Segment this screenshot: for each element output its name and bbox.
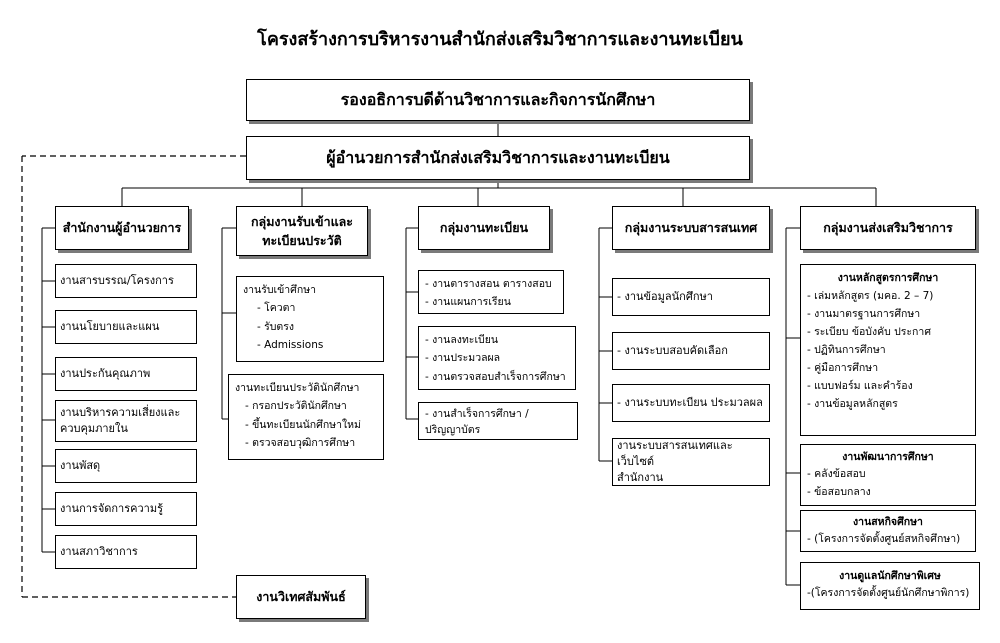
registration-item: - งานตรวจสอบสำเร็จการศึกษา [425,370,566,383]
academic-curriculum-item: - แบบฟอร์ม และคำร้อง [807,380,913,393]
office-item: งานนโยบายและแผน [55,310,197,344]
academic-curriculum-item: - คู่มือการศึกษา [807,362,879,375]
vice-president-label: รองอธิการบดีด้านวิชาการและกิจการนักศึกษา [340,89,656,109]
academic-curriculum-item: - เล่มหลักสูตร (มคอ. 2 – 7) [807,290,934,303]
admission-record-item: - กรอกประวัตินักศึกษา [245,400,347,413]
registration-item: - งานตารางสอน ตารางสอบ [425,278,552,290]
academic-development-item: - ข้อสอบกลาง [807,485,871,498]
office-item-label: งานบริหารความเสี่ยงและ [60,406,181,420]
office-item: งานประกันคุณภาพ [55,357,197,391]
office-item-label: งานพัสดุ [60,459,101,473]
admission-title-line2: ทะเบียนประวัติ [262,233,342,248]
registration-item: ปริญญาบัตร [425,424,481,437]
registration-title: กลุ่มงานทะเบียน [439,220,529,236]
registration-schedule-box: - งานตารางสอน ตารางสอบ - งานแผนการเรียน [418,270,564,314]
academic-header: กลุ่มงานส่งเสริมวิชาการ [800,206,976,250]
academic-development-box: งานพัฒนาการศึกษา - คลังข้อสอบ - ข้อสอบกล… [800,444,976,506]
registration-enrol-box: - งานลงทะเบียน - งานประมวลผล - งานตรวจสอ… [418,326,576,390]
admission-intake-item: - Admissions [257,339,324,352]
it-item: - งานระบบทะเบียน ประมวลผล [612,384,770,422]
director-label: ผู้อำนวยการสำนักส่งเสริมวิชาการและงานทะเ… [326,147,670,167]
academic-special-box: งานดูแลนักศึกษาพิเศษ -(โครงการจัดตั้งศูน… [800,562,980,610]
registration-item: - งานแผนการเรียน [425,296,511,309]
office-item: งานสภาวิชาการ [55,535,197,569]
office-item: งานพัสดุ [55,449,197,483]
office-title: สำนักงานผู้อำนวยการ [62,220,182,236]
it-item-label: - งานระบบทะเบียน ประมวลผล [617,396,763,410]
it-item: - งานข้อมูลนักศึกษา [612,278,770,316]
admission-record-item: - ขึ้นทะเบียนนักศึกษาใหม่ [245,418,361,431]
academic-development-title: งานพัฒนาการศึกษา [842,451,934,463]
office-item: งานบริหารความเสี่ยงและ ควบคุมภายใน [55,400,197,442]
office-item: งานการจัดการความรู้ [55,492,197,526]
academic-title: กลุ่มงานส่งเสริมวิชาการ [823,220,953,236]
office-item-label: งานการจัดการความรู้ [60,502,164,516]
office-item-label: งานสภาวิชาการ [60,545,138,559]
director-box: ผู้อำนวยการสำนักส่งเสริมวิชาการและงานทะเ… [246,136,750,180]
academic-curriculum-box: งานหลักสูตรการศึกษา - เล่มหลักสูตร (มคอ.… [800,264,976,436]
it-item-label: งานระบบสารสนเทศและเว็บไซต์ [617,439,733,469]
office-item-label: งานสารบรรณ/โครงการ [60,274,174,288]
it-item-label: - งานระบบสอบคัดเลือก [617,344,728,358]
academic-curriculum-item: - งานมาตรฐานการศึกษา [807,308,921,321]
foreign-affairs-label: งานวิเทศสัมพันธ์ [256,589,346,605]
registration-graduation-box: - งานสำเร็จการศึกษา / ปริญญาบัตร [418,402,578,440]
academic-curriculum-item: - ระเบียบ ข้อบังคับ ประกาศ [807,326,931,339]
admission-title-line1: กลุ่มงานรับเข้าและ [250,213,354,229]
academic-special-item: -(โครงการจัดตั้งศูนย์นักศึกษาพิการ) [807,587,970,600]
it-item-label: สำนักงาน [617,470,664,484]
office-item: งานสารบรรณ/โครงการ [55,264,197,298]
registration-header: กลุ่มงานทะเบียน [418,206,550,250]
admission-intake-item: - รับตรง [257,320,295,333]
registration-item: - งานสำเร็จการศึกษา / [425,408,529,420]
it-title: กลุ่มงานระบบสารสนเทศ [624,220,758,236]
foreign-affairs-box: งานวิเทศสัมพันธ์ [236,575,366,619]
academic-coop-box: งานสหกิจศึกษา - (โครงการจัดตั้งศูนย์สหกิ… [800,510,976,552]
academic-special-title: งานดูแลนักศึกษาพิเศษ [839,570,941,582]
academic-coop-title: งานสหกิจศึกษา [853,516,923,528]
office-header: สำนักงานผู้อำนวยการ [55,206,189,250]
admission-intake-item: - โควตา [257,302,296,315]
academic-curriculum-item: - ปฏิทินการศึกษา [807,344,886,357]
admission-record-box: งานทะเบียนประวัตินักศึกษา - กรอกประวัติน… [228,374,384,460]
registration-item: - งานลงทะเบียน [425,334,499,346]
it-item-label: - งานข้อมูลนักศึกษา [617,290,713,304]
academic-curriculum-title: งานหลักสูตรการศึกษา [837,272,939,284]
page-title: โครงสร้างการบริหารงานสำนักส่งเสริมวิชากา… [257,29,743,50]
admission-intake-box: งานรับเข้าศึกษา - โควตา - รับตรง - Admis… [236,276,384,362]
admission-record-title: งานทะเบียนประวัตินักศึกษา [235,382,360,394]
admission-header: กลุ่มงานรับเข้าและ ทะเบียนประวัติ [236,206,368,256]
it-item: - งานระบบสอบคัดเลือก [612,332,770,370]
admission-record-item: - ตรวจสอบวุฒิการศึกษา [245,437,356,450]
office-item-label: ควบคุมภายใน [60,422,128,435]
it-item: งานระบบสารสนเทศและเว็บไซต์ สำนักงาน [612,438,770,486]
academic-development-item: - คลังข้อสอบ [807,468,866,481]
vice-president-box: รองอธิการบดีด้านวิชาการและกิจการนักศึกษา [246,79,750,121]
office-item-label: งานประกันคุณภาพ [60,367,151,381]
office-item-label: งานนโยบายและแผน [60,320,160,334]
academic-coop-item: - (โครงการจัดตั้งศูนย์สหกิจศึกษา) [807,533,961,546]
it-header: กลุ่มงานระบบสารสนเทศ [612,206,770,250]
academic-curriculum-item: - งานข้อมูลหลักสูตร [807,398,898,411]
registration-item: - งานประมวลผล [425,352,501,365]
admission-intake-title: งานรับเข้าศึกษา [243,284,317,296]
